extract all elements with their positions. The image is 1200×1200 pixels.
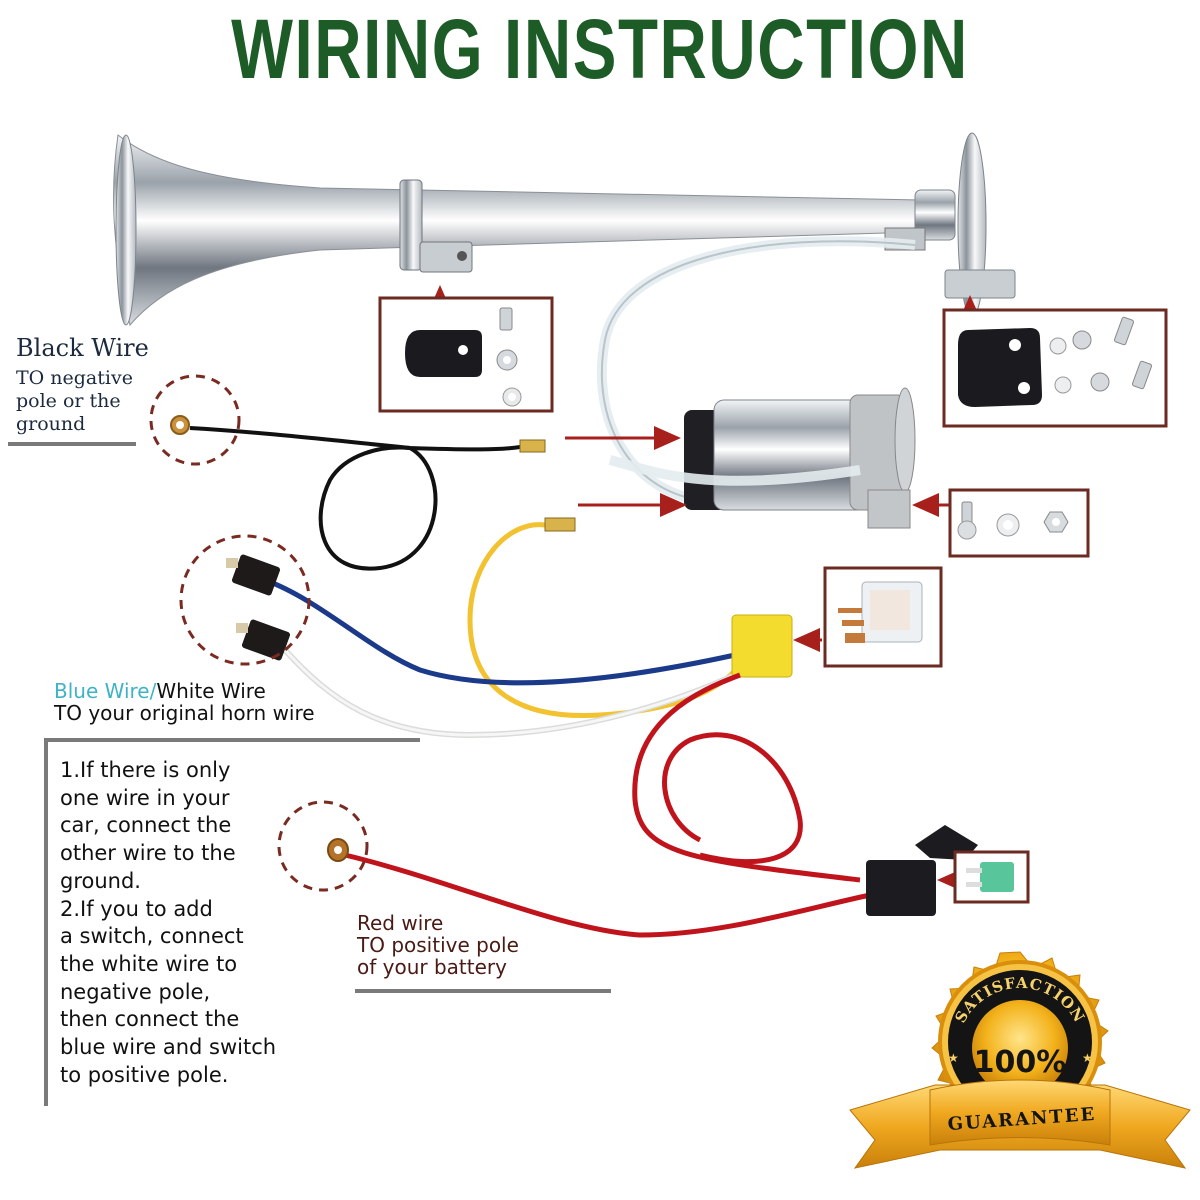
black-wire-label: Black Wire bbox=[16, 334, 149, 362]
red-wire-line-1: TO positive pole bbox=[357, 933, 519, 957]
callout-circle-black-terminal bbox=[149, 374, 241, 466]
red-wire-title: Red wire bbox=[357, 911, 444, 935]
blue-white-wire-label: Blue Wire/White Wire TO your original ho… bbox=[54, 680, 315, 724]
relay-socket bbox=[731, 614, 793, 678]
red-wire-line-2: of your battery bbox=[357, 955, 507, 979]
black-wire-line-3: ground bbox=[16, 413, 86, 435]
white-wire-text: White Wire bbox=[156, 679, 266, 703]
red-wire-label: Red wire TO positive pole of your batter… bbox=[357, 912, 519, 978]
black-wire-line-2: pole or the bbox=[16, 390, 121, 412]
wiring-notes: 1.If there is only one wire in your car,… bbox=[60, 758, 277, 1087]
divider bbox=[44, 738, 48, 1106]
divider bbox=[8, 442, 136, 446]
yellow-wire bbox=[467, 517, 742, 719]
divider bbox=[44, 738, 420, 742]
black-wire bbox=[170, 415, 546, 571]
black-wire-description: TO negative pole or the ground bbox=[16, 367, 133, 436]
mount-bracket-kit-2-box bbox=[942, 308, 1168, 428]
star-icon: ★ bbox=[948, 1051, 959, 1065]
white-wire bbox=[236, 619, 737, 739]
page-title: WIRING INSTRUCTION bbox=[231, 2, 969, 96]
black-wire-line-1: TO negative bbox=[16, 367, 133, 389]
red-wire bbox=[327, 672, 871, 938]
callout-circle-red-terminal bbox=[277, 800, 369, 892]
blue-wire bbox=[226, 554, 736, 686]
divider bbox=[355, 989, 611, 993]
satisfaction-guarantee-seal: SATISFACTION 100% GUARANTEE ★ ★ bbox=[849, 951, 1191, 1169]
callout-circle-horn-connectors bbox=[179, 534, 311, 666]
air-compressor bbox=[608, 387, 916, 529]
blue-wire-text: Blue Wire/ bbox=[54, 679, 157, 703]
blue-white-wire-description: TO your original horn wire bbox=[54, 701, 315, 725]
star-icon: ★ bbox=[1082, 1051, 1093, 1065]
compressor-mount-kit-box bbox=[948, 488, 1090, 558]
relay-box bbox=[823, 566, 943, 668]
fuse-box bbox=[953, 850, 1030, 904]
seal-center-text: 100% bbox=[974, 1045, 1067, 1080]
mount-bracket-kit-1-box bbox=[378, 296, 554, 413]
